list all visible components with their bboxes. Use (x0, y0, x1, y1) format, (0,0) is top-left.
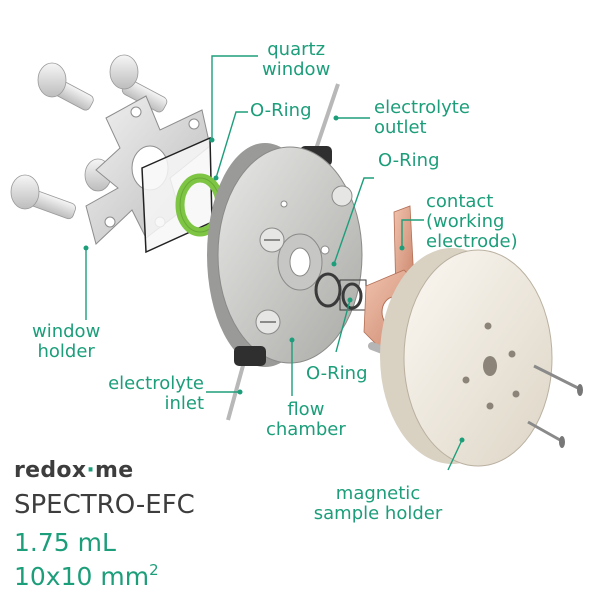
label-flow-chamber-line1: flow (287, 399, 325, 420)
label-contact-line2: (working (426, 211, 505, 232)
electrolyte-inlet-tube (226, 346, 266, 421)
label-contact-line3: electrode) (426, 231, 518, 252)
label-contact: contact (working electrode) (426, 192, 518, 252)
chamber-volume: 1.75 mL (14, 528, 116, 557)
label-quartz-window: quartz window (262, 40, 330, 80)
screw-upper (533, 364, 583, 396)
electrode-area-value: 10x10 mm (14, 562, 150, 591)
label-window-holder-line2: holder (37, 341, 95, 362)
label-flow-chamber-line2: chamber (266, 419, 346, 440)
leader-contact (401, 219, 424, 248)
label-o-ring-bottom-text: O-Ring (306, 363, 368, 384)
electrode-area: 10x10 mm2 (14, 562, 159, 591)
label-quartz-window-line1: quartz (267, 39, 326, 60)
label-flow-chamber: flow chamber (266, 400, 346, 440)
label-window-holder-line1: window (32, 321, 101, 342)
flow-chamber-body (207, 143, 363, 367)
bolt-top-left (37, 62, 94, 111)
magnetic-sample-holder-disc (380, 248, 553, 467)
label-o-ring-top-text: O-Ring (250, 100, 312, 121)
label-o-ring-right-text: O-Ring (378, 150, 440, 171)
leader-sample-holder (447, 439, 463, 471)
label-contact-line1: contact (426, 191, 494, 212)
label-electrolyte-inlet: electrolyte inlet (92, 374, 204, 414)
bolt-bottom-left (10, 174, 76, 220)
label-quartz-window-line2: window (262, 59, 331, 80)
electrode-area-exponent: 2 (149, 561, 159, 579)
leader-quartz-window (211, 55, 258, 140)
leader-o-ring-right (333, 177, 374, 265)
label-o-ring-top: O-Ring (250, 101, 312, 121)
label-electrolyte-outlet-line1: electrolyte (374, 97, 470, 118)
leader-o-ring-top (215, 111, 248, 179)
brand-logo-part2: me (95, 458, 134, 483)
label-electrolyte-inlet-line1: electrolyte (108, 373, 204, 394)
bolt-top-right (109, 54, 168, 113)
label-o-ring-right: O-Ring (378, 151, 440, 171)
brand-logo: redox·me (14, 458, 133, 483)
leader-lines (83, 55, 465, 471)
label-magnetic-sample-holder-line1: magnetic (335, 483, 421, 504)
label-o-ring-bottom: O-Ring (306, 364, 368, 384)
leader-o-ring-bottom (335, 299, 351, 353)
brand-logo-part1: redox (14, 458, 87, 483)
brand-logo-accent: · (86, 458, 95, 483)
label-window-holder: window holder (32, 322, 100, 362)
screw-lower (527, 420, 565, 448)
label-electrolyte-outlet: electrolyte outlet (374, 98, 470, 138)
label-electrolyte-inlet-line2: inlet (164, 393, 204, 414)
label-electrolyte-outlet-line2: outlet (374, 117, 427, 138)
label-magnetic-sample-holder-line2: sample holder (313, 503, 443, 524)
product-name: SPECTRO-EFC (14, 490, 195, 520)
label-magnetic-sample-holder: magnetic sample holder (302, 484, 454, 524)
